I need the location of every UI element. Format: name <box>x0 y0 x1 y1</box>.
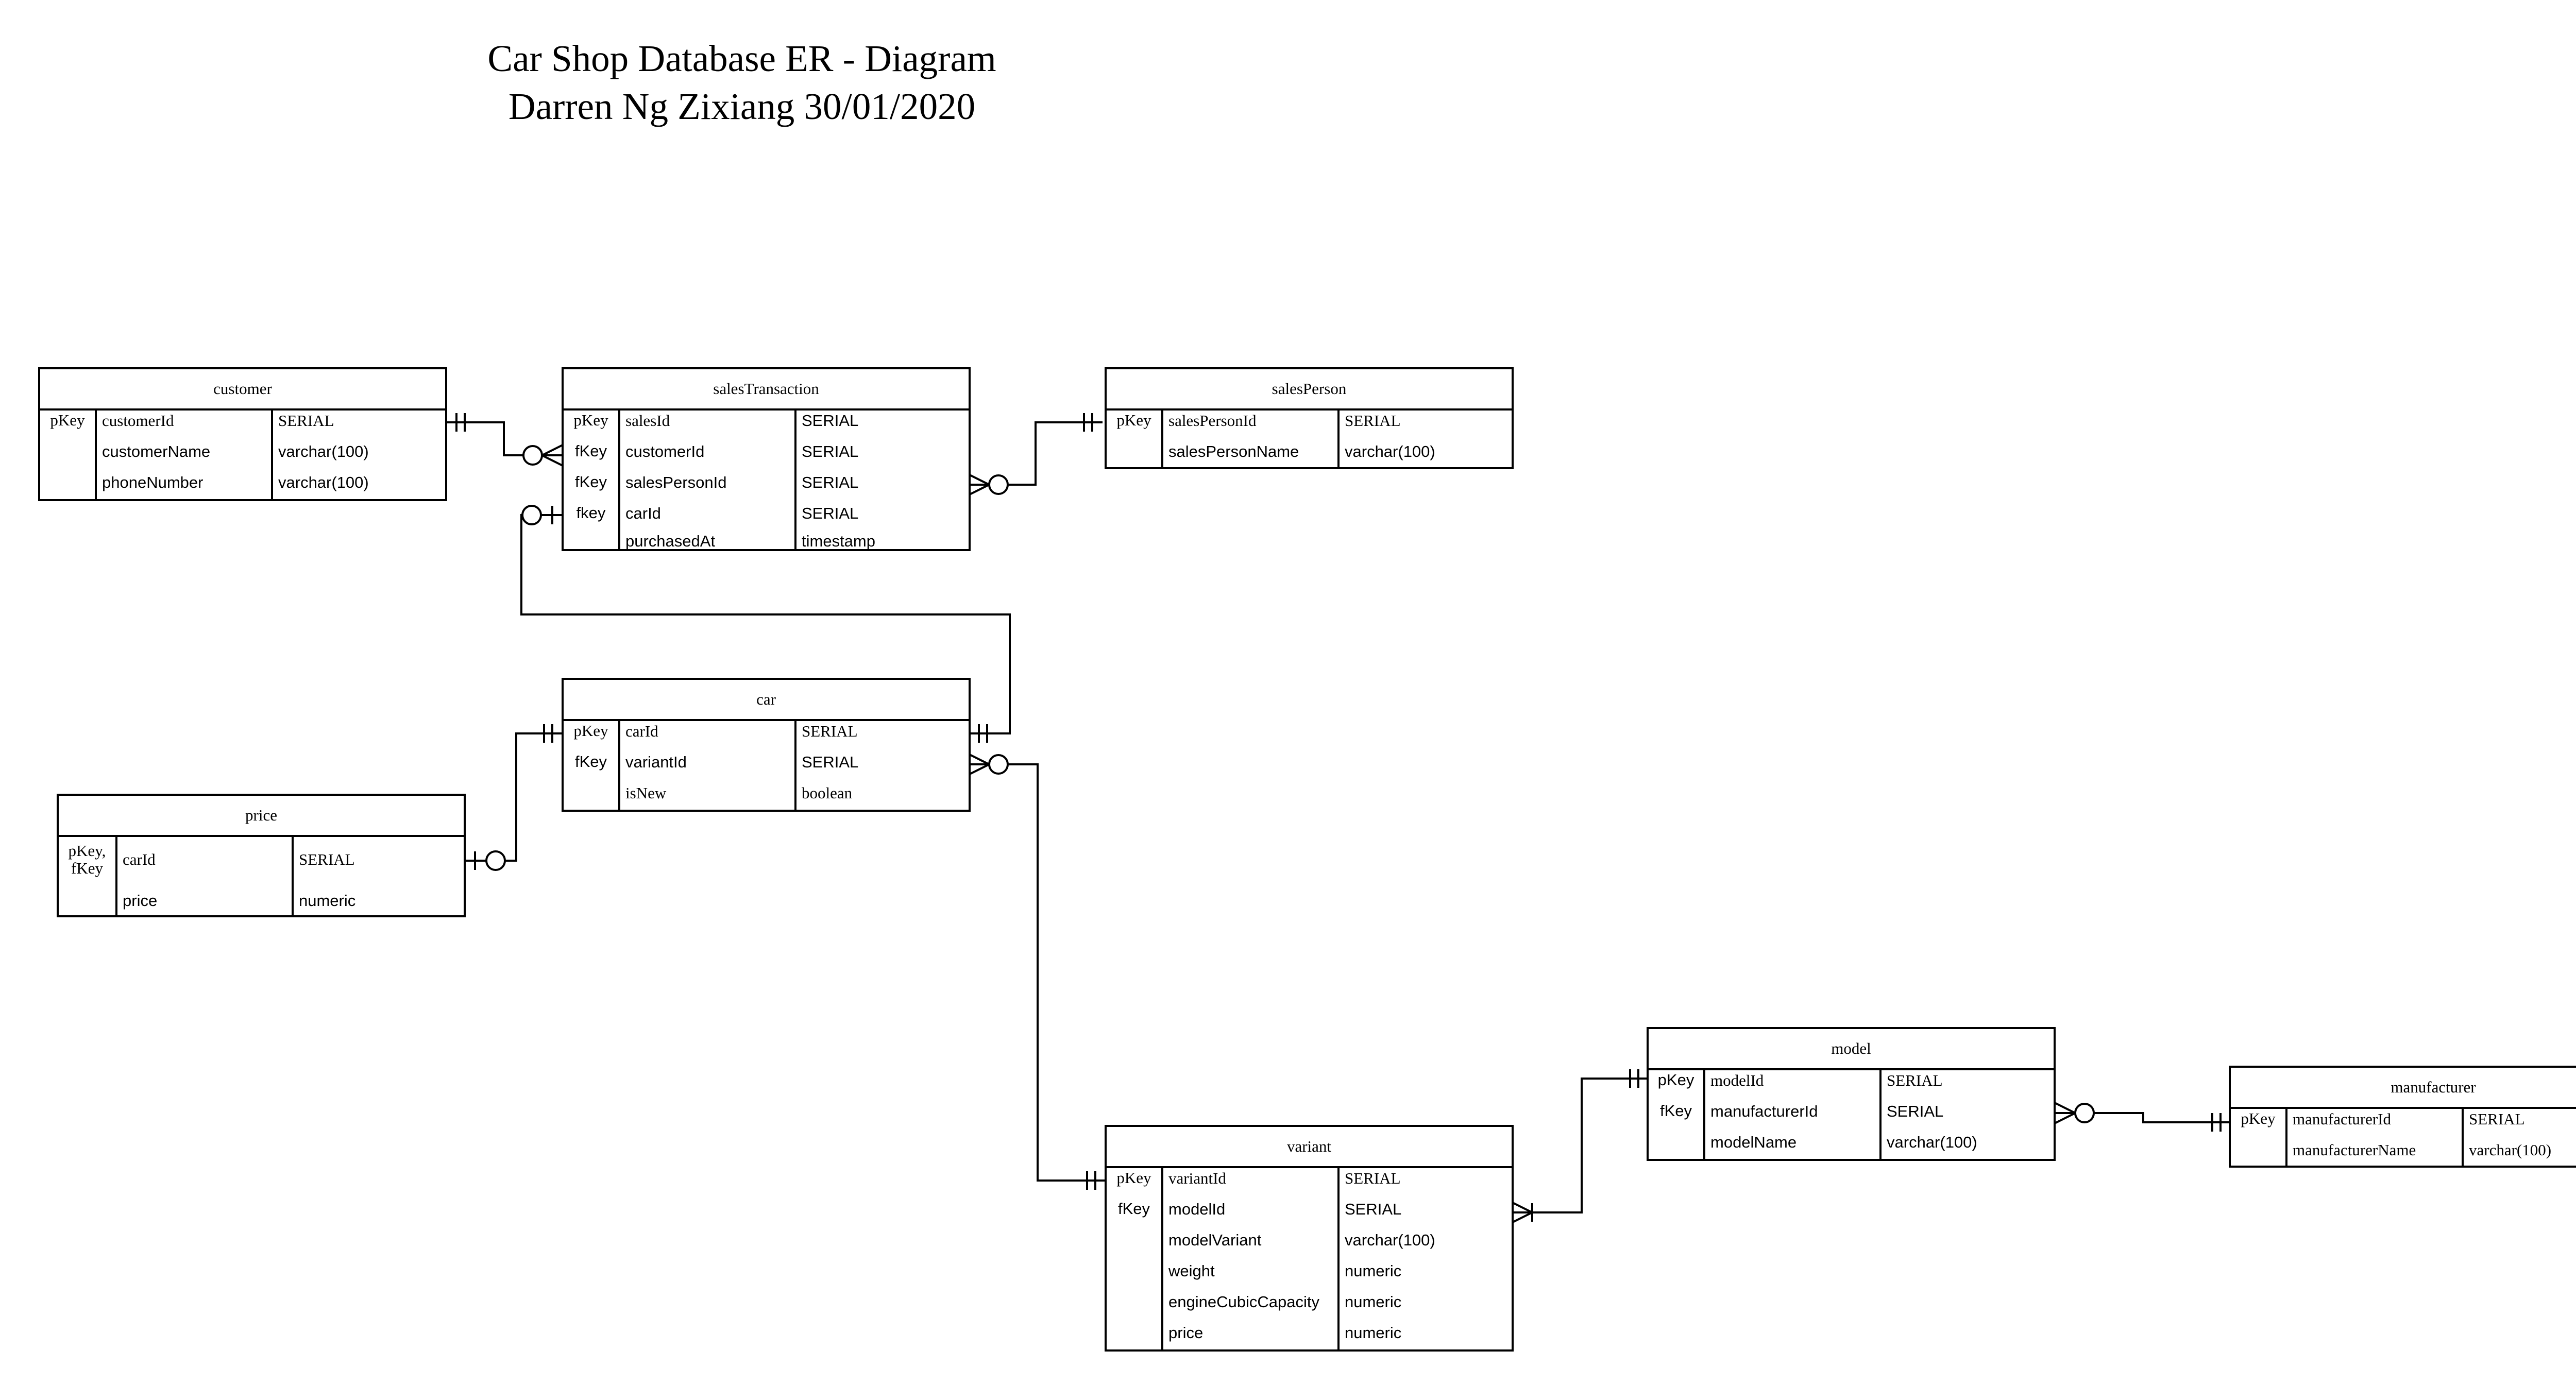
entity-price[interactable]: price pKey, fKey carId SERIAL price nume… <box>57 794 466 917</box>
field-type: numeric <box>1345 1293 1402 1311</box>
field-type: SERIAL <box>2469 1110 2525 1128</box>
field-name: modelId <box>1710 1071 1764 1089</box>
field-type: SERIAL <box>1345 1200 1402 1218</box>
field-key: pKey <box>50 411 85 429</box>
field-name: price <box>123 892 158 910</box>
field-name: modelName <box>1710 1133 1797 1151</box>
field-type: SERIAL <box>1887 1071 1943 1089</box>
field-name: variantId <box>625 753 687 771</box>
relationship-customer-salesTransaction <box>446 413 563 467</box>
field-key: pKey <box>573 722 608 740</box>
field-key: fkey <box>576 504 606 522</box>
relationship-salesPerson-salesTransaction <box>968 413 1103 496</box>
field-name: customerId <box>625 442 705 460</box>
field-name: modelId <box>1168 1200 1226 1218</box>
entity-manufacturer-name: manufacturer <box>2231 1068 2576 1109</box>
entity-car[interactable]: car pKey carId SERIAL fKey variantId SER… <box>562 678 971 812</box>
field-type: varchar(100) <box>1345 1231 1435 1249</box>
field-key: fKey <box>1659 1102 1692 1120</box>
diagram-subtitle: Darren Ng Zixiang 30/01/2020 <box>508 86 976 127</box>
field-name: customerId <box>102 412 174 430</box>
field-type: SERIAL <box>802 412 859 430</box>
entity-customer[interactable]: customer pKey customerId SERIAL customer… <box>38 367 447 501</box>
field-type: timestamp <box>802 532 875 550</box>
field-name: customerName <box>102 442 211 460</box>
field-name: carId <box>625 504 661 522</box>
field-type: SERIAL <box>1345 412 1401 430</box>
diagram-title: Car Shop Database ER - Diagram <box>487 38 996 79</box>
field-key: pKey <box>1657 1071 1694 1089</box>
field-type: numeric <box>1345 1324 1402 1342</box>
field-name: carId <box>123 850 156 868</box>
field-type: SERIAL <box>802 442 859 460</box>
field-key: fKey <box>574 442 607 460</box>
relationship-variant-car <box>968 753 1106 1190</box>
field-name: variantId <box>1168 1169 1226 1187</box>
field-type: SERIAL <box>278 412 334 430</box>
field-name: engineCubicCapacity <box>1168 1293 1319 1311</box>
entity-price-name: price <box>59 796 464 837</box>
entity-customer-name: customer <box>40 369 445 411</box>
entity-variant[interactable]: variant pKey variantId SERIAL fKey model… <box>1105 1125 1514 1352</box>
field-name: salesId <box>625 412 670 430</box>
field-type: SERIAL <box>802 722 858 740</box>
field-type: numeric <box>299 892 356 910</box>
field-type: boolean <box>802 784 853 802</box>
relationship-model-variant <box>1511 1069 1649 1224</box>
field-type: varchar(100) <box>278 473 369 491</box>
field-type: SERIAL <box>802 504 859 522</box>
field-type: SERIAL <box>1887 1102 1944 1120</box>
field-type: SERIAL <box>1345 1169 1401 1187</box>
field-name: phoneNumber <box>102 473 204 491</box>
field-type: SERIAL <box>802 753 859 771</box>
relationship-car-price <box>465 724 563 871</box>
field-type: SERIAL <box>802 473 859 491</box>
entity-car-name: car <box>564 680 969 721</box>
field-type: varchar(100) <box>1887 1133 1977 1151</box>
field-name: salesPersonName <box>1168 442 1299 460</box>
relationship-manufacturer-model <box>2054 1102 2231 1132</box>
field-name: isNew <box>625 784 667 802</box>
field-type: numeric <box>1345 1262 1402 1280</box>
field-key: pKey <box>1116 411 1151 429</box>
field-name: manufacturerId <box>1710 1102 1818 1120</box>
field-type: varchar(100) <box>278 442 369 460</box>
field-type: varchar(100) <box>1345 442 1435 460</box>
field-name: purchasedAt <box>625 532 716 550</box>
entity-salesTransaction[interactable]: salesTransaction pKey salesId SERIAL fKe… <box>562 367 971 551</box>
field-name: salesPersonId <box>625 473 727 491</box>
field-name: price <box>1168 1324 1204 1342</box>
entity-salesPerson[interactable]: salesPerson pKey salesPersonId SERIAL sa… <box>1105 367 1514 469</box>
entity-salesTransaction-name: salesTransaction <box>564 369 969 411</box>
field-name: modelVariant <box>1168 1231 1262 1249</box>
field-name: manufacturerName <box>2293 1141 2416 1159</box>
field-name: carId <box>625 722 658 740</box>
entity-salesPerson-name: salesPerson <box>1107 369 1512 411</box>
field-key: pKey, fKey <box>68 842 106 877</box>
entity-manufacturer[interactable]: manufacturer pKey manufacturerId SERIAL … <box>2229 1066 2576 1168</box>
field-key: fKey <box>1117 1200 1150 1218</box>
field-key: fKey <box>574 473 607 491</box>
field-key: pKey <box>573 411 608 429</box>
field-name: weight <box>1168 1262 1215 1280</box>
field-key: pKey <box>1116 1169 1151 1187</box>
field-type: varchar(100) <box>2469 1141 2552 1159</box>
field-name: salesPersonId <box>1168 412 1257 430</box>
entity-model[interactable]: model pKey modelId SERIAL fKey manufactu… <box>1647 1027 2056 1161</box>
field-name: manufacturerId <box>2293 1110 2392 1128</box>
entity-variant-name: variant <box>1107 1127 1512 1168</box>
field-key: fKey <box>574 753 607 771</box>
field-key: pKey <box>2241 1109 2276 1127</box>
field-type: SERIAL <box>299 850 355 868</box>
relationship-car-salesTransaction <box>520 505 1011 743</box>
entity-model-name: model <box>1649 1029 2054 1070</box>
